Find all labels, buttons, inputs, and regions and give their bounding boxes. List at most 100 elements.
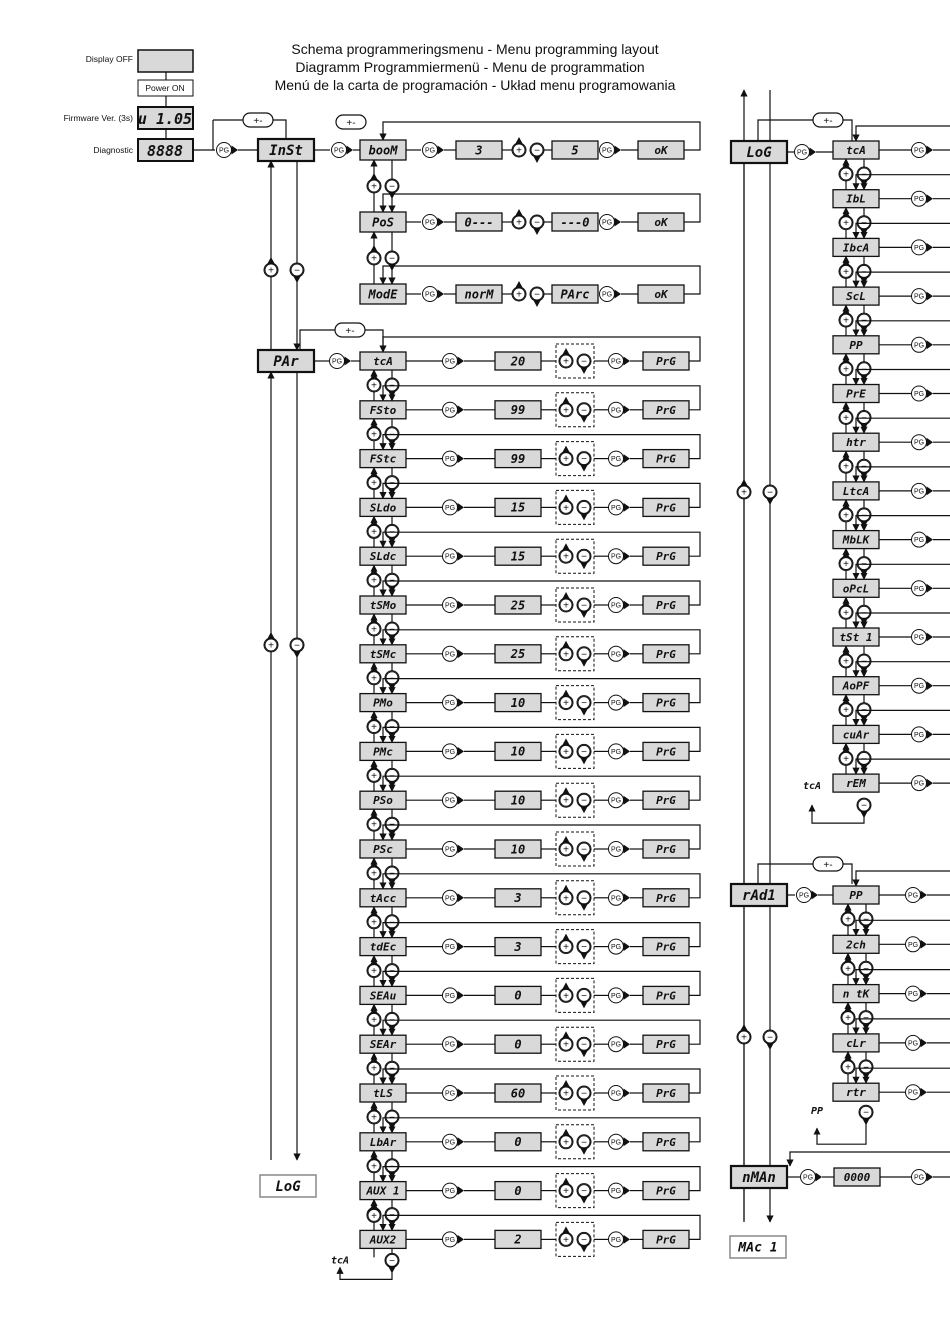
rad-nav-0-minus-inner: [859, 912, 873, 926]
par-row-pg2-label: PG: [611, 1091, 621, 1098]
par-value-4: 15: [511, 550, 525, 564]
rad-row-return: [852, 1067, 950, 1084]
log-nav-9-plus-label: +: [843, 608, 849, 619]
arrow-icon: [926, 778, 933, 788]
par-item-3: SLdo: [370, 501, 397, 514]
nman-value: 0000: [844, 1171, 871, 1184]
par-end-17: PrG: [656, 1185, 676, 1198]
inst-nav-0-minus-inner: [385, 179, 399, 193]
par-adj-17-plus-label: +: [563, 1186, 569, 1197]
arrow-icon: [457, 942, 464, 952]
arrow-icon: [623, 649, 630, 659]
inst-items-pm: [335, 114, 367, 130]
arrow-icon: [926, 340, 933, 350]
display-off-box: [137, 49, 194, 73]
power-on-label: Power ON: [145, 83, 184, 93]
par-nav-16-plus-inner: [367, 1159, 381, 1173]
inst-back-pm-label: +-: [253, 116, 262, 127]
log-nav-3-plus-inner: [839, 313, 853, 327]
par-row-pg-label: PG: [445, 456, 455, 463]
inst-nav-1-plus-inner: [367, 251, 381, 265]
log-nav-1-minus-inner: [857, 216, 871, 230]
title-line-1: Schema programmeringsmenu - Menu program…: [291, 41, 658, 57]
par-row-return: [379, 531, 701, 557]
par-adj-7-plus-inner: [559, 696, 573, 710]
log-nav-4-plus-label: +: [843, 364, 849, 375]
diagnostic-value: 8888: [147, 142, 183, 160]
right-mid-plus-label: +: [741, 1033, 747, 1044]
arrow-icon: [623, 551, 630, 561]
log-item-11: AoPF: [842, 680, 870, 693]
log-item-10: tSt 1: [839, 631, 872, 644]
log-nav-5-minus-inner: [857, 411, 871, 424]
arrow-icon: [926, 632, 933, 642]
par-item-17: AUX 1: [365, 1185, 399, 1198]
par-adj-8-plus-label: +: [563, 747, 569, 758]
log-row-return: [852, 758, 950, 775]
par-row-pg2-label: PG: [611, 505, 621, 512]
log-back-pm-label: +-: [823, 116, 832, 127]
log-back2: [843, 119, 853, 141]
par-nav-5-plus-label: +: [371, 625, 377, 636]
par-adj-15-plus-label: +: [563, 1089, 569, 1100]
log-row-return: [852, 514, 950, 532]
par-row-pg-label: PG: [445, 749, 455, 756]
rad-nav-2-plus-label: +: [845, 1013, 851, 1024]
rad-item-1: 2ch: [845, 938, 866, 951]
log-nav-2-plus-label: +: [843, 267, 849, 278]
arrow-icon: [437, 289, 444, 299]
log-row-return: [852, 417, 950, 434]
log-back-loop: [808, 804, 865, 824]
par-end-minus-inner: [385, 1253, 399, 1267]
inst-value-b-1-box: [551, 212, 599, 232]
par-adj-2-minus-inner: [577, 452, 591, 466]
par-nav-6-minus-inner: [385, 671, 399, 685]
log-item-6: htr: [846, 436, 866, 449]
inst-par-nav-minus-label: −: [294, 266, 300, 277]
par-adj-13-minus-inner: [577, 988, 591, 1002]
arrow-icon: [920, 890, 927, 900]
par-adj-4-plus-label: +: [563, 552, 569, 563]
par-adj-4-minus-label: −: [581, 552, 587, 563]
inst-par-nav-plus-label: +: [268, 266, 274, 277]
par-value-17: 0: [514, 1184, 521, 1198]
par-pg-label: PG: [332, 359, 342, 366]
log-row-return: [852, 368, 950, 386]
par-adj-6-plus-inner: [559, 647, 573, 661]
log-row-pg-label: PG: [914, 781, 924, 788]
inst-item-2: ModE: [368, 287, 399, 301]
nman-row-pg-label: PG: [914, 1175, 924, 1182]
par-adj-10-plus-inner: [559, 842, 573, 856]
nman-pg-label: PG: [803, 1175, 813, 1182]
rad-item-0: PP: [849, 889, 863, 902]
arrow-icon: [623, 502, 630, 512]
par-nav-12-plus-label: +: [371, 966, 377, 977]
log-item-3: ScL: [846, 290, 866, 303]
log-item-2: IbcA: [843, 241, 870, 254]
par-adj-12-plus-label: +: [563, 942, 569, 953]
par-value-14: 0: [514, 1038, 521, 1052]
par-row-return: [379, 970, 701, 997]
inst-ok-2: oK: [654, 288, 669, 301]
par-row-pg-label: PG: [445, 1042, 455, 1049]
inst-item-1: PoS: [372, 215, 394, 229]
par-row-return: [379, 580, 701, 606]
rad-row-return: [852, 968, 950, 986]
arrow-icon: [623, 746, 630, 756]
par-adj-14-plus-inner: [559, 1037, 573, 1051]
par-row-pg2-label: PG: [611, 456, 621, 463]
log-nav-6-plus-inner: [839, 459, 853, 473]
inst-adj-2-minus-inner: [530, 287, 544, 301]
par-value-6: 25: [510, 647, 525, 661]
par-row-pg-label: PG: [445, 603, 455, 610]
par-nav-1-minus-inner: [385, 427, 399, 441]
log-nav-11-plus-label: +: [843, 705, 849, 716]
par-item-16: LbAr: [370, 1136, 397, 1149]
par-adj-3-plus-inner: [559, 500, 573, 514]
par-end-11: PrG: [656, 892, 676, 905]
par-row-pg2-label: PG: [611, 554, 621, 561]
rad-row-pg-label: PG: [908, 942, 918, 949]
par-value-5: 25: [510, 598, 525, 612]
log-nav-6-plus-label: +: [843, 462, 849, 473]
